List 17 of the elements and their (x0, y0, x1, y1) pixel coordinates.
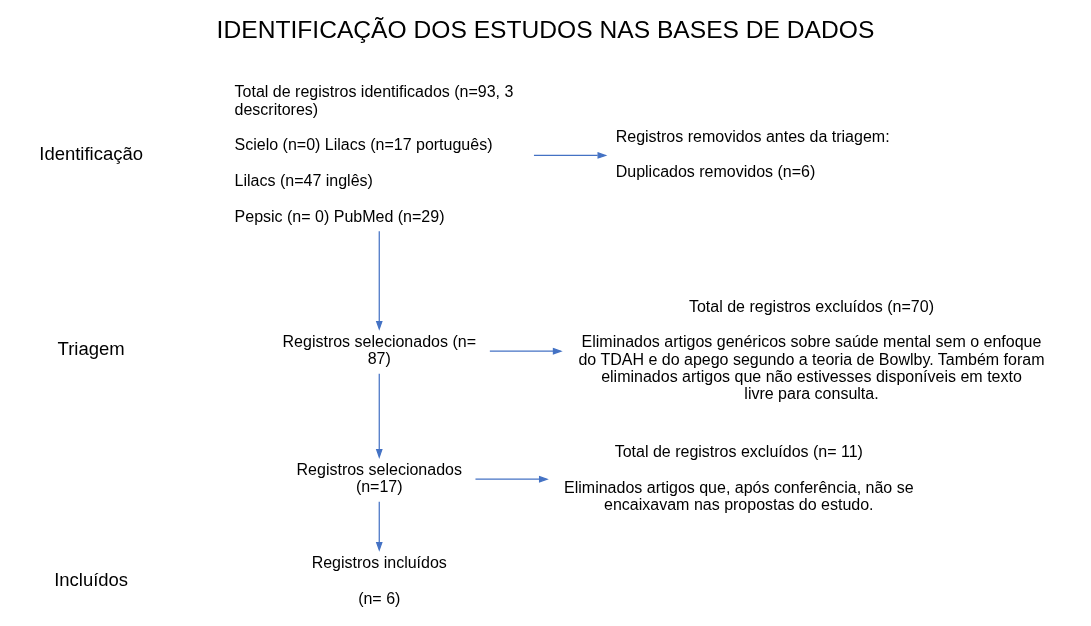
node-text: Registros selecionados (n=17) (296, 460, 462, 496)
node-text: Registros incluídos (n= 6) (311, 553, 447, 607)
diagram-title: IDENTIFICAÇÃO DOS ESTUDOS NAS BASES DE DADOS (216, 15, 875, 43)
label: Identificação (39, 142, 143, 164)
arrow (375, 501, 383, 552)
arrow (533, 151, 608, 159)
node-text: Registros removidos antes da triagem: Duplicados removidos (n=6) (615, 127, 890, 181)
arrow (474, 475, 549, 483)
arrow (375, 373, 383, 459)
node-text: Total de registros excluídos (n=70) Eliminados artigos genéricos sobre saúde mental sem o enfoque do TDAH e do apego segundo a teoria de Bowlby. Também foram eliminados artigos que não estivesses disponíveis em texto livre para consulta. (578, 297, 1045, 403)
node-text: Total de registros excluídos (n= 11) Eliminados artigos que, após conferência, não se encaixavam nas propostas do estudo. (564, 442, 914, 513)
node-text: Total de registros identificados (n=93, 3 descritores) Scielo (n=0) Lilacs (n=17 português) Lilacs (n=47 inglês) Pepsic (n= 0) PubMed (n=29) (234, 83, 514, 225)
arrow (375, 230, 383, 331)
label: Incluídos (54, 568, 129, 590)
arrow (489, 347, 563, 355)
label: Triagem (57, 338, 125, 360)
node-text: Registros selecionados (n= 87) (282, 332, 476, 367)
